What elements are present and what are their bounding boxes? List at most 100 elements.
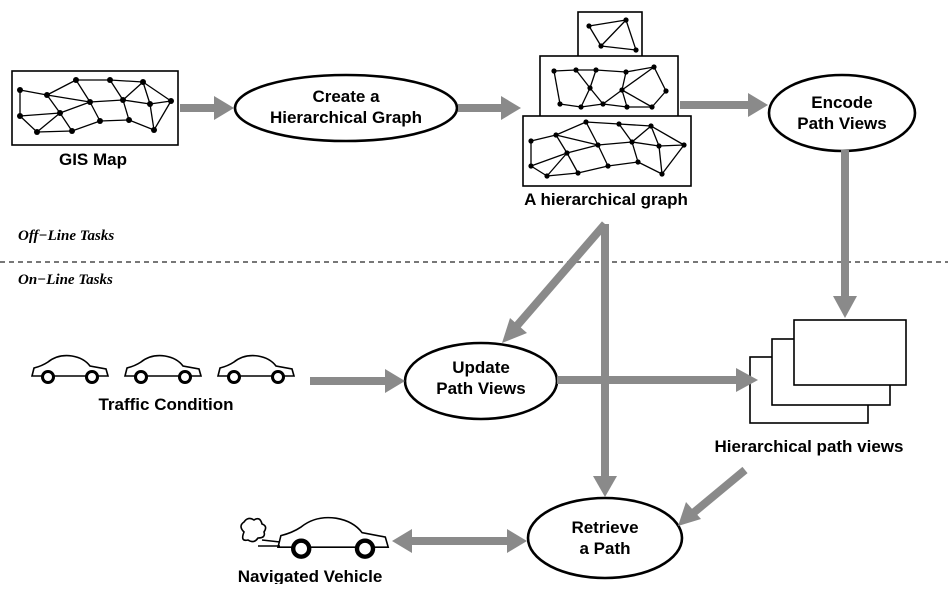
graph-edge (36, 112, 61, 133)
graph-node (624, 104, 630, 110)
graph-node (126, 117, 132, 123)
graph-node (623, 69, 629, 75)
graph-node (151, 127, 157, 133)
graph-edge (650, 125, 685, 146)
graph-node (649, 104, 655, 110)
graph-edge (585, 121, 620, 125)
graph-edge (99, 119, 130, 122)
graph-node (629, 139, 635, 145)
graph-edge (658, 145, 663, 175)
graph-edge (75, 79, 91, 103)
graph-node (528, 138, 534, 144)
graph-node (551, 68, 557, 74)
graph-edge (530, 165, 548, 177)
car-wheel (291, 538, 312, 559)
arrow-graph-to-update (511, 221, 609, 331)
graph-edge (575, 69, 591, 89)
graph-edge (650, 125, 660, 147)
graph-edge (631, 125, 652, 143)
graph-edge (602, 103, 628, 108)
graph-level-bottom-lines (528, 119, 687, 179)
graph-node (87, 99, 93, 105)
graph-edge (142, 81, 172, 102)
graph-edge (122, 99, 130, 121)
graph-edge (588, 25, 602, 47)
encode-path-views-node: Encode Path Views (767, 73, 917, 153)
offline-tasks-label: Off−Line Tasks (18, 228, 114, 244)
graph-edge (651, 90, 667, 108)
create-graph-line2: Hierarchical Graph (270, 108, 422, 127)
graph-edge (618, 123, 633, 143)
retrieve-path-node: Retrieve a Path (526, 496, 684, 580)
path-view-page-front (793, 319, 907, 386)
graph-node (600, 101, 606, 107)
create-graph-node: Create a Hierarchical Graph (233, 73, 459, 143)
hierarchical-graph-label: A hierarchical graph (524, 190, 688, 209)
graph-edge (588, 19, 627, 27)
graph-edge (595, 69, 627, 73)
graph-edge (59, 101, 91, 114)
graph-edge (621, 89, 653, 108)
graph-edge (153, 100, 172, 131)
graph-edge (658, 144, 685, 147)
graph-edge (597, 144, 609, 167)
graph-edge (546, 172, 579, 177)
traffic-condition-label: Traffic Condition (98, 395, 233, 414)
graph-edge (109, 79, 124, 101)
hierarchical-path-views-figure (749, 319, 907, 424)
graph-edge (59, 112, 73, 132)
car-wheel (84, 369, 100, 385)
graph-edge (621, 66, 655, 91)
traffic-cars (30, 354, 296, 385)
graph-node (44, 92, 50, 98)
car-wheel (40, 369, 56, 385)
car-wheel (270, 369, 286, 385)
graph-node (586, 23, 592, 29)
graph-node (587, 85, 593, 91)
graph-level-top (577, 11, 643, 60)
graph-node (681, 142, 687, 148)
graph-node (648, 123, 654, 129)
graph-node (635, 159, 641, 165)
graph-level-middle (539, 55, 679, 122)
graph-edge (555, 134, 599, 146)
graph-edge (589, 69, 597, 89)
graph-node (633, 47, 639, 53)
graph-node (34, 129, 40, 135)
update-line1: Update (452, 358, 510, 377)
graph-node (623, 17, 629, 23)
graph-edge (618, 123, 652, 127)
online-tasks-label: On−Line Tasks (18, 272, 113, 288)
graph-edge (625, 19, 637, 51)
graph-edge (653, 66, 667, 92)
graph-edge (555, 121, 587, 136)
graph-edge (553, 70, 561, 105)
graph-node (17, 113, 23, 119)
graph-edge (580, 103, 604, 108)
graph-level-middle-lines (551, 64, 669, 110)
arrows (180, 93, 857, 553)
graph-edge (597, 141, 633, 146)
graph-edge (553, 69, 577, 72)
encode-line1: Encode (811, 93, 872, 112)
graph-node (651, 64, 657, 70)
graph-edge (46, 94, 61, 114)
graph-node (598, 43, 604, 49)
graph-edge (19, 115, 38, 133)
graph-edge (19, 89, 48, 96)
retrieve-line1: Retrieve (571, 518, 638, 537)
gis-map-graph (17, 77, 174, 135)
graph-edge (71, 120, 101, 132)
graph-edge (566, 152, 579, 174)
hierarchical-path-views-label: Hierarchical path views (715, 437, 904, 456)
graph-edge (530, 152, 568, 167)
graph-edge (631, 141, 660, 147)
graph-node (619, 87, 625, 93)
graph-node (140, 79, 146, 85)
graph-node (595, 142, 601, 148)
graph-edge (46, 94, 91, 103)
graph-edge (36, 130, 73, 133)
graph-node (616, 121, 622, 127)
